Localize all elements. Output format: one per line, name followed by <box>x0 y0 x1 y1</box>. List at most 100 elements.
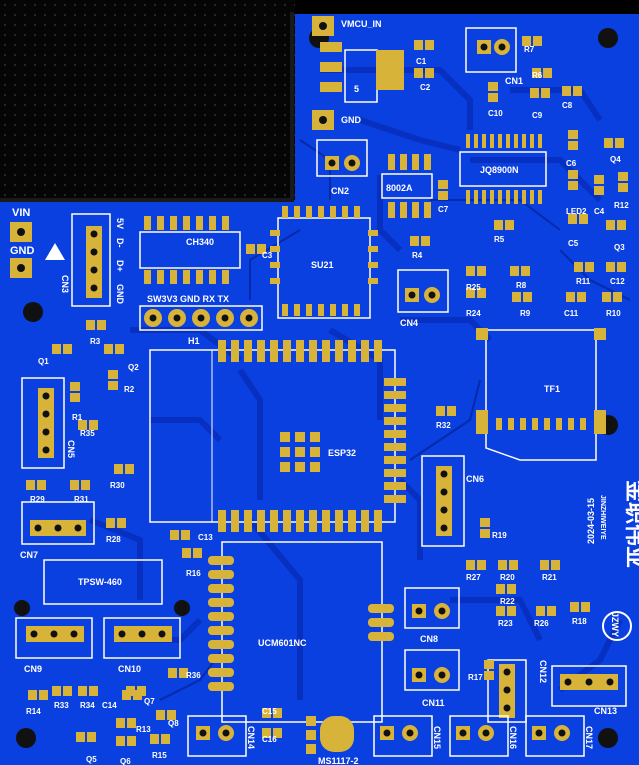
tf1-slot <box>476 328 606 461</box>
r31-ref: R31 <box>74 495 89 504</box>
r5-component: R5 <box>494 220 514 244</box>
amp-8002a <box>381 154 433 218</box>
r32-component: R32 <box>436 406 456 430</box>
r4-component: R4 <box>410 236 430 260</box>
c11-component: C11 <box>564 292 586 318</box>
r13-component: R13 <box>116 718 151 734</box>
r24-component: R24 <box>466 288 486 318</box>
r26-ref: R26 <box>534 619 549 628</box>
q7-component: Q7 <box>122 690 155 706</box>
cn17-connector <box>525 715 585 757</box>
c1-component: C1 <box>414 40 434 66</box>
c14-ref: C14 <box>102 701 117 710</box>
cn13-connector <box>551 665 627 707</box>
c7-component: C7 <box>438 180 449 214</box>
vmcu-in-label: VMCU_IN <box>341 19 382 29</box>
cn3-pin-gnd: GND <box>115 284 125 305</box>
c3-ref: C3 <box>262 251 273 260</box>
cn9-ref: CN9 <box>24 664 42 674</box>
r20-ref: R20 <box>500 573 515 582</box>
ucm601nc-label: UCM601NC <box>258 638 307 648</box>
c9-component: C9 <box>530 88 550 120</box>
tpsw-label: TPSW-460 <box>78 577 122 587</box>
regulator-label: 5 <box>354 84 359 94</box>
c10-component: C10 <box>488 82 503 118</box>
q2-ref: Q2 <box>128 363 139 372</box>
cn16-ref: CN16 <box>508 726 518 749</box>
c6-component: C6 <box>566 130 578 168</box>
r12-component: R12 <box>614 172 629 210</box>
cn3-ref: CN3 <box>60 275 70 293</box>
cn15-ref: CN15 <box>432 726 442 749</box>
r11-component: R11 <box>574 262 594 286</box>
cn15-connector <box>373 715 433 757</box>
r9-component: R9 <box>512 292 532 318</box>
r16-component: R16 <box>182 548 202 578</box>
su21-module <box>270 206 378 319</box>
cn5-connector <box>21 377 65 469</box>
c5-ref: C5 <box>568 239 579 248</box>
r35-component: R35 <box>78 420 98 438</box>
r9-ref: R9 <box>520 309 531 318</box>
c16-component: C16 <box>262 728 282 744</box>
r13-ref: R13 <box>136 725 151 734</box>
cn10-connector <box>103 617 181 659</box>
c13-ref: C13 <box>198 533 213 542</box>
r33-component: R33 <box>52 686 72 710</box>
cn7-connector <box>21 501 95 545</box>
r29-ref: R29 <box>30 495 45 504</box>
r12-ref: R12 <box>614 201 629 210</box>
q6-ref: Q6 <box>120 757 131 765</box>
vin-label: VIN <box>12 207 30 219</box>
voltage-regulator <box>320 42 404 103</box>
esp32-module <box>149 340 406 532</box>
r36-component: R36 <box>168 668 201 680</box>
c10-ref: C10 <box>488 109 503 118</box>
c1-ref: C1 <box>416 57 427 66</box>
r3-component: R3 <box>86 320 106 346</box>
date-label: 2024-03-15 <box>586 498 596 544</box>
r24-ref: R24 <box>466 309 481 318</box>
cn2-ref: CN2 <box>331 186 349 196</box>
q8-ref: Q8 <box>168 719 179 728</box>
r21-component: R21 <box>540 560 560 582</box>
c4-component: C4 <box>594 175 605 216</box>
r34-ref: R34 <box>80 701 95 710</box>
ch340-chip <box>139 216 241 284</box>
q2-component: Q2 <box>104 344 139 372</box>
r18-component: R18 <box>570 602 590 626</box>
r17-ref: R17 <box>468 673 483 682</box>
c7-ref: C7 <box>438 205 449 214</box>
cn3-pin-dplus: D+ <box>115 260 125 272</box>
r11-ref: R11 <box>576 277 591 286</box>
r21-ref: R21 <box>542 573 557 582</box>
tpsw-switch <box>43 559 163 605</box>
r3-ref: R3 <box>90 337 101 346</box>
r31-component: R31 <box>70 480 90 504</box>
r6-component: R6 <box>532 68 552 80</box>
r14-ref: R14 <box>26 707 41 716</box>
h1-header <box>139 305 263 331</box>
q7-ref: Q7 <box>144 697 155 706</box>
q8-component: Q8 <box>156 710 179 728</box>
tf1-label: TF1 <box>544 384 560 394</box>
c12-ref: C12 <box>610 277 625 286</box>
r16-ref: R16 <box>186 569 201 578</box>
proto-area <box>0 0 295 200</box>
r20-component: R20 <box>498 560 518 582</box>
r19-component: R19 <box>480 518 507 540</box>
c3-component: C3 <box>246 244 273 260</box>
q5-ref: Q5 <box>86 755 97 764</box>
cn8-connector <box>404 587 460 629</box>
r7-ref: R7 <box>524 45 535 54</box>
brand-logo-text: JZWY <box>610 612 620 637</box>
r17-component: R17 <box>468 660 494 682</box>
c2-ref: C2 <box>420 83 431 92</box>
ucm601nc-module <box>208 541 394 723</box>
r22-component: R22 <box>496 584 516 606</box>
r25-component: R25 <box>466 266 486 292</box>
cn6-connector <box>421 455 465 547</box>
r2-component: R2 <box>108 370 135 394</box>
cn3-pin-5v: 5V <box>115 218 125 229</box>
